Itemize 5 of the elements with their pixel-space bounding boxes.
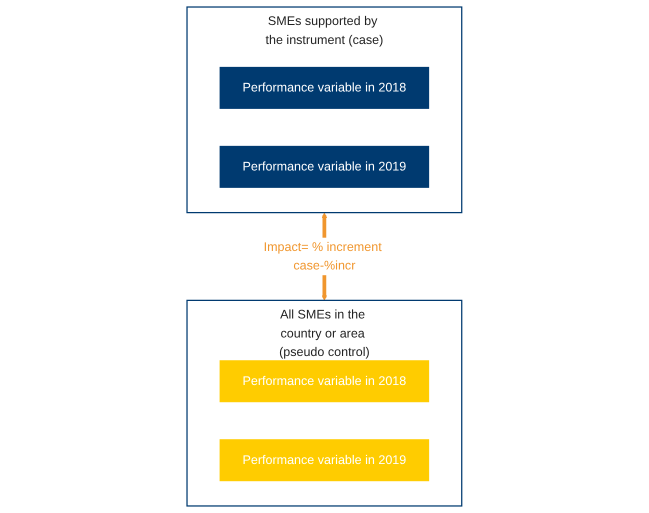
node-box: Performance variable in 2019 [220,146,430,188]
edge-label: Impact= % increment case-%incr [264,240,382,273]
node-box: Performance variable in 2018 [220,66,430,109]
node-box: Performance variable in 2019 [220,439,430,482]
node-box: Performance variable in 2018 [220,360,430,402]
